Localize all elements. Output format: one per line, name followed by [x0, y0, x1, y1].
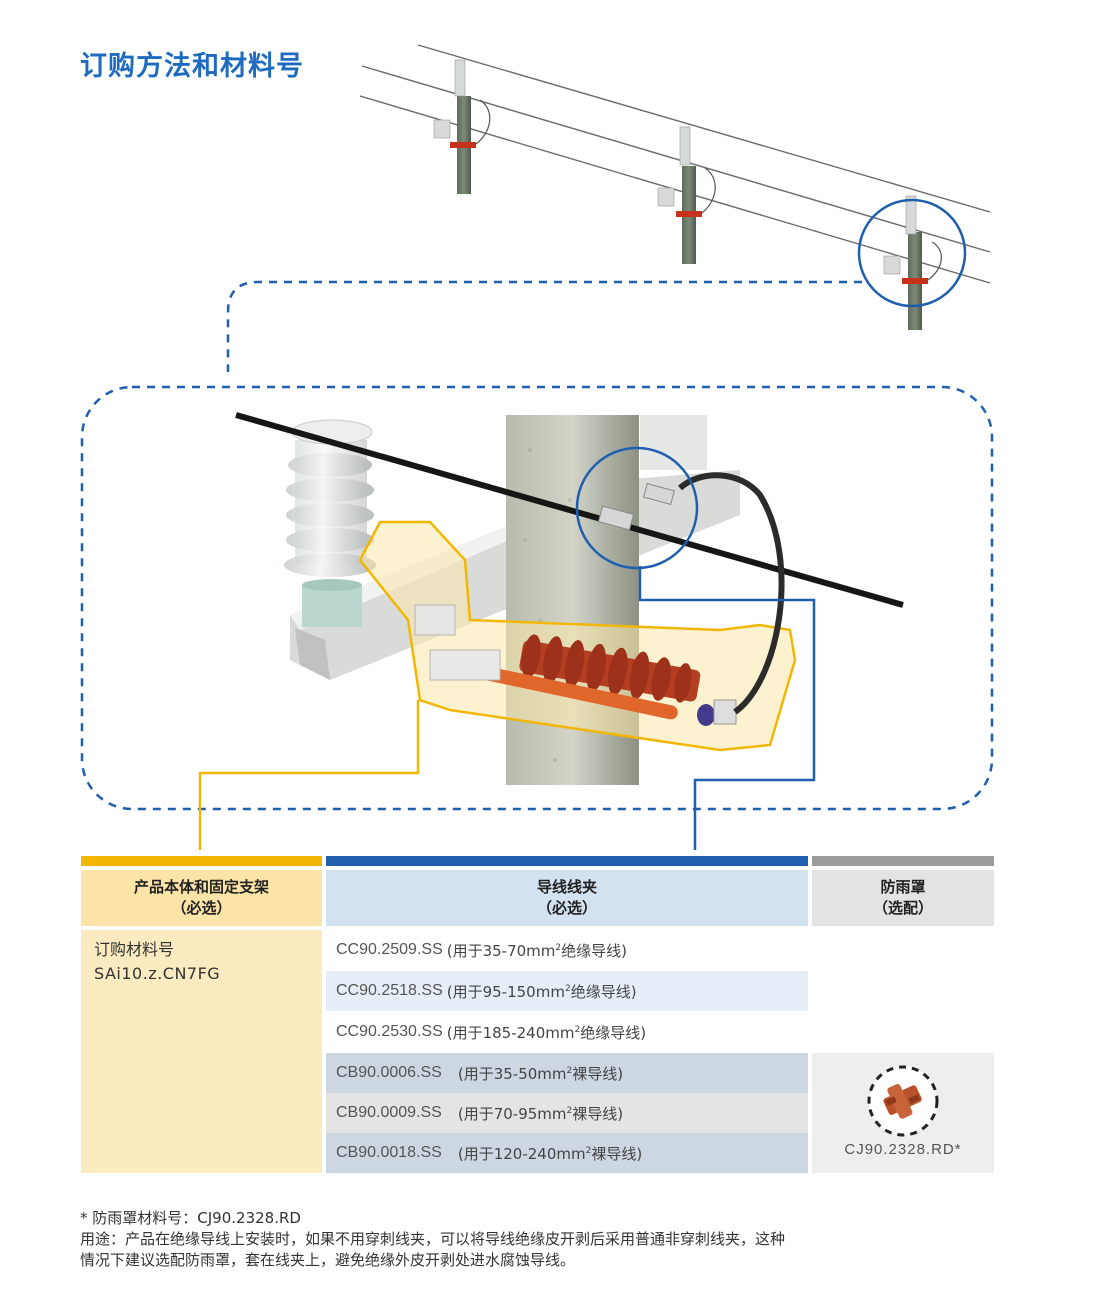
- table-row: CC90.2509.SS (用于35-70mm2绝缘导线): [326, 930, 808, 970]
- order-label: 订购材料号: [94, 940, 175, 959]
- cover-empty-cell: [812, 930, 994, 1050]
- table-row: CC90.2518.SS (用于95-150mm2绝缘导线): [326, 971, 808, 1011]
- detail-circle: [857, 198, 967, 308]
- clamp-code: CC90.2518.SS: [336, 982, 443, 999]
- clamp-desc: (用于70-95mm2裸导线): [457, 1104, 624, 1123]
- header-clamp-note: （必选）: [536, 899, 597, 917]
- detail-outline: [80, 385, 994, 811]
- col-bar-product: [81, 856, 322, 866]
- header-product: 产品本体和固定支架 （必选）: [81, 870, 322, 926]
- clamp-desc: (用于185-240mm2绝缘导线): [446, 1023, 647, 1042]
- pole-1: [433, 59, 491, 194]
- header-clamp: 导线线夹 （必选）: [326, 870, 808, 926]
- col-bar-cover: [812, 856, 994, 866]
- overhead-wires: [359, 44, 991, 284]
- clamp-code: CC90.2509.SS: [336, 941, 443, 958]
- clamp-code: CB90.0006.SS: [336, 1064, 442, 1081]
- table-row: CB90.0009.SS (用于70-95mm2裸导线): [326, 1093, 808, 1133]
- header-product-note: （必选）: [171, 899, 232, 917]
- page-title: 订购方法和材料号: [80, 51, 304, 82]
- pole-3: [883, 195, 942, 330]
- table-row: CB90.0006.SS (用于35-50mm2裸导线): [326, 1053, 808, 1093]
- table-row: CC90.2530.SS (用于185-240mm2绝缘导线): [326, 1012, 808, 1052]
- header-cover: 防雨罩 （选配）: [812, 870, 994, 926]
- clamp-desc: (用于95-150mm2绝缘导线): [446, 982, 637, 1001]
- cover-code: CJ90.2328.RD*: [844, 1141, 962, 1158]
- clamp-desc: (用于35-70mm2绝缘导线): [446, 941, 627, 960]
- header-cover-note: （选配）: [872, 899, 933, 917]
- table-row: CB90.0018.SS (用于120-240mm2裸导线): [326, 1133, 808, 1173]
- header-cover-name: 防雨罩: [880, 878, 926, 896]
- surge-arrester: [414, 604, 737, 726]
- product-cell: 订购材料号 SAi10.z.CN7FG: [81, 930, 322, 1173]
- order-number: SAi10.z.CN7FG: [94, 964, 221, 983]
- product-leader: [198, 700, 420, 850]
- footnote-line-3: 情况下建议选配防雨罩，套在线夹上，避免绝缘外皮开剥处进水腐蚀导线。: [80, 1251, 576, 1269]
- footnote: * 防雨罩材料号：CJ90.2328.RD 用途：产品在绝缘导线上安装时，如果不…: [80, 1208, 980, 1271]
- dashed-connector: [226, 280, 862, 372]
- lead-wire: [677, 472, 785, 715]
- cover-cell: CJ90.2328.RD*: [812, 1053, 994, 1173]
- wire-clamp: [597, 483, 675, 531]
- clamp-code: CB90.0018.SS: [336, 1144, 442, 1161]
- col-bar-clamp: [326, 856, 808, 866]
- header-clamp-name: 导线线夹: [536, 878, 597, 896]
- footnote-line-1: * 防雨罩材料号：CJ90.2328.RD: [80, 1209, 301, 1227]
- clamp-leader: [638, 566, 816, 850]
- header-product-name: 产品本体和固定支架: [133, 878, 269, 896]
- clamp-code: CB90.0009.SS: [336, 1104, 442, 1121]
- clamp-circle: [575, 446, 699, 570]
- rain-cover-product-image: [867, 1065, 939, 1137]
- clamp-desc: (用于35-50mm2裸导线): [457, 1064, 624, 1083]
- clamp-desc: (用于120-240mm2裸导线): [457, 1144, 643, 1163]
- pole-2: [657, 126, 716, 264]
- clamp-code: CC90.2530.SS: [336, 1023, 443, 1040]
- support-insulator: [284, 419, 376, 627]
- installation-illustration: [80, 44, 994, 850]
- main-conductor: [235, 412, 904, 608]
- footnote-line-2: 用途：产品在绝缘导线上安装时，如果不用穿刺线夹，可以将导线绝缘皮开剥后采用普通非…: [80, 1230, 786, 1248]
